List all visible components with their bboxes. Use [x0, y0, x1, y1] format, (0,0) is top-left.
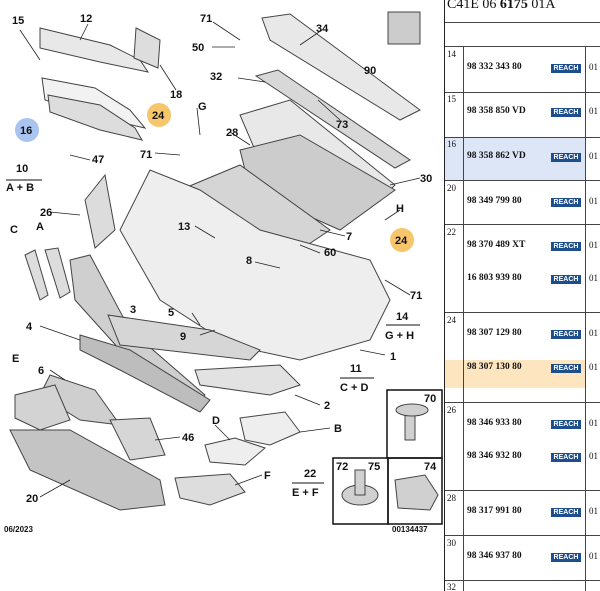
- callout: 6: [38, 365, 44, 377]
- callout: G: [198, 101, 207, 113]
- date-code: 06/2023: [4, 525, 33, 534]
- callout-24-highlight-b: [390, 228, 414, 252]
- callout: 12: [80, 13, 92, 25]
- callouts: 15 12 71 50 34 90 32 73 18 24 16 G 28 47…: [6, 13, 437, 505]
- callout: F: [264, 470, 271, 482]
- callout: 1: [390, 351, 396, 363]
- callout: 71: [410, 290, 422, 302]
- callout: E: [12, 353, 19, 365]
- callout: 16: [20, 125, 32, 137]
- callout: 60: [324, 247, 336, 259]
- exploded-parts-diagram: 15 12 71 50 34 90 32 73 18 24 16 G 28 47…: [4, 11, 443, 534]
- callout-24-highlight-a: [147, 103, 171, 127]
- reference-code: 00134437: [392, 525, 428, 534]
- parts-table: C41E 06 6175 01A 14 98 332 343 80 REACH …: [444, 0, 600, 591]
- callout: 14: [396, 311, 409, 323]
- callout: A: [36, 221, 44, 233]
- callout: 30: [420, 173, 432, 185]
- callout: 34: [316, 23, 329, 35]
- callout: 2: [324, 400, 330, 412]
- callout: 22: [304, 468, 316, 480]
- callout: 8: [246, 255, 252, 267]
- callout: 71: [140, 149, 152, 161]
- callout: 4: [26, 321, 33, 333]
- callout: 90: [364, 65, 376, 77]
- callout: C: [10, 224, 18, 236]
- callout: 7: [346, 231, 352, 243]
- callout: 11: [350, 363, 362, 375]
- callout: 73: [336, 119, 348, 131]
- callout: 24: [395, 235, 408, 247]
- assembly-brackets: [6, 179, 420, 484]
- callout: 72: [336, 461, 348, 473]
- hardware-parts: [341, 403, 439, 511]
- callout: B: [334, 423, 342, 435]
- callout: 13: [178, 221, 190, 233]
- callout: 75: [368, 461, 380, 473]
- callout: 5: [168, 307, 174, 319]
- parts-drawing: [9, 11, 421, 511]
- callout: 74: [424, 461, 437, 473]
- callout: 32: [210, 71, 222, 83]
- callout: 71: [200, 13, 212, 25]
- callout: 46: [182, 432, 194, 444]
- callout: E + F: [292, 487, 319, 499]
- callout: 28: [226, 127, 238, 139]
- callout: 50: [192, 42, 204, 54]
- callout: 70: [424, 393, 436, 405]
- callout: C + D: [340, 382, 368, 394]
- callout: A + B: [6, 182, 34, 194]
- callout: 47: [92, 154, 104, 166]
- leader-lines: [19, 21, 421, 498]
- callout: 18: [170, 89, 182, 101]
- callout: 10: [16, 163, 28, 175]
- callout: 26: [40, 207, 52, 219]
- callout: H: [396, 203, 404, 215]
- callout: D: [212, 415, 220, 427]
- callout: 20: [26, 493, 38, 505]
- callout: 9: [180, 331, 186, 343]
- hardware-boxes: [332, 389, 443, 525]
- callout: 24: [152, 110, 165, 122]
- callout: 15: [12, 15, 24, 27]
- callout: G + H: [385, 330, 414, 342]
- callout: 3: [130, 304, 136, 316]
- page-title: C41E 06 6175 01A: [447, 0, 556, 12]
- callout-16-highlight: [15, 118, 39, 142]
